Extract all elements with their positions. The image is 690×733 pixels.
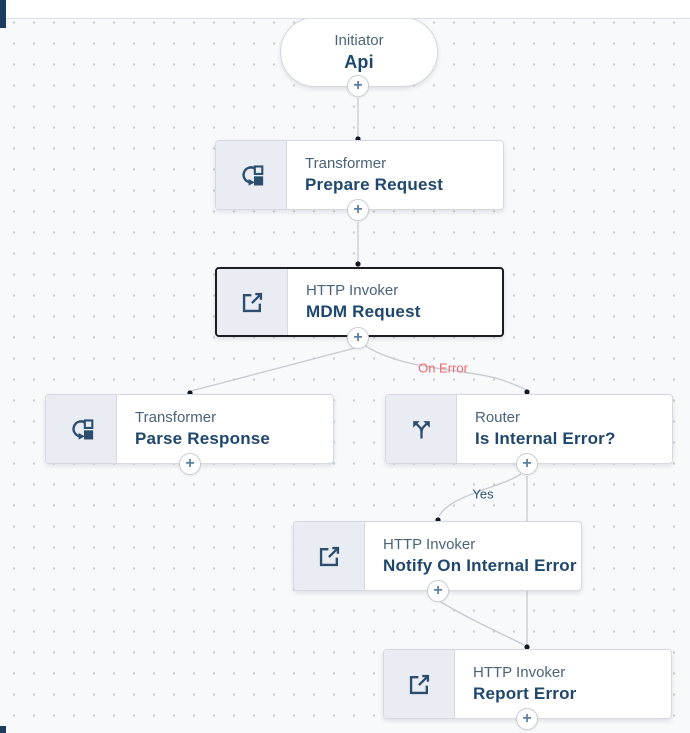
add-step-button[interactable]: +	[516, 453, 538, 475]
node-is-internal-error[interactable]: Router Is Internal Error?	[385, 394, 673, 464]
add-step-button[interactable]: +	[347, 199, 369, 221]
add-step-button[interactable]: +	[516, 708, 538, 730]
node-notify-on-internal-error[interactable]: HTTP Invoker Notify On Internal Error	[293, 521, 582, 591]
router-icon	[386, 395, 457, 463]
node-prepare-request[interactable]: Transformer Prepare Request	[215, 140, 504, 210]
node-mdm-request[interactable]: HTTP Invoker MDM Request	[215, 267, 504, 337]
sidebar-edge-bottom	[0, 726, 6, 733]
node-type-label: HTTP Invoker	[306, 282, 399, 299]
node-type-label: HTTP Invoker	[383, 536, 476, 553]
node-name-label: Is Internal Error?	[475, 429, 616, 448]
add-step-button[interactable]: +	[427, 580, 449, 602]
node-report-error[interactable]: HTTP Invoker Report Error	[383, 649, 672, 719]
node-type-label: Router	[475, 409, 521, 426]
http-invoker-icon	[384, 650, 455, 718]
add-step-button[interactable]: +	[347, 327, 369, 349]
node-type-label: HTTP Invoker	[473, 664, 566, 681]
flow-canvas[interactable]: On Error Yes Initiator Api + Transformer…	[0, 17, 690, 733]
http-invoker-icon-glyph	[319, 546, 339, 566]
node-name-label: Api	[344, 51, 374, 72]
edge-label-on-error: On Error	[418, 360, 468, 376]
sidebar-edge-top	[0, 0, 6, 28]
add-step-button[interactable]: +	[179, 453, 201, 475]
http-invoker-icon-glyph	[409, 674, 429, 694]
edge-label-yes: Yes	[472, 486, 494, 502]
add-step-button[interactable]: +	[347, 75, 369, 97]
router-icon-glyph	[412, 420, 430, 438]
http-invoker-icon	[294, 522, 365, 590]
transformer-icon-glyph	[241, 164, 263, 186]
node-type-label: Transformer	[135, 409, 217, 426]
node-name-label: Parse Response	[135, 429, 271, 448]
node-type-label: Initiator	[334, 31, 384, 49]
node-parse-response[interactable]: Transformer Parse Response	[45, 394, 334, 464]
node-name-label: Notify On Internal Error	[383, 556, 577, 575]
http-invoker-icon	[217, 269, 288, 335]
node-name-label: Report Error	[473, 684, 577, 703]
transformer-icon	[216, 141, 287, 209]
http-invoker-icon-glyph	[242, 292, 262, 312]
top-bar	[0, 0, 690, 19]
node-type-label: Transformer	[305, 155, 387, 172]
node-name-label: MDM Request	[306, 302, 421, 321]
transformer-icon	[46, 395, 117, 463]
node-name-label: Prepare Request	[305, 175, 444, 194]
transformer-icon-glyph	[71, 418, 93, 440]
